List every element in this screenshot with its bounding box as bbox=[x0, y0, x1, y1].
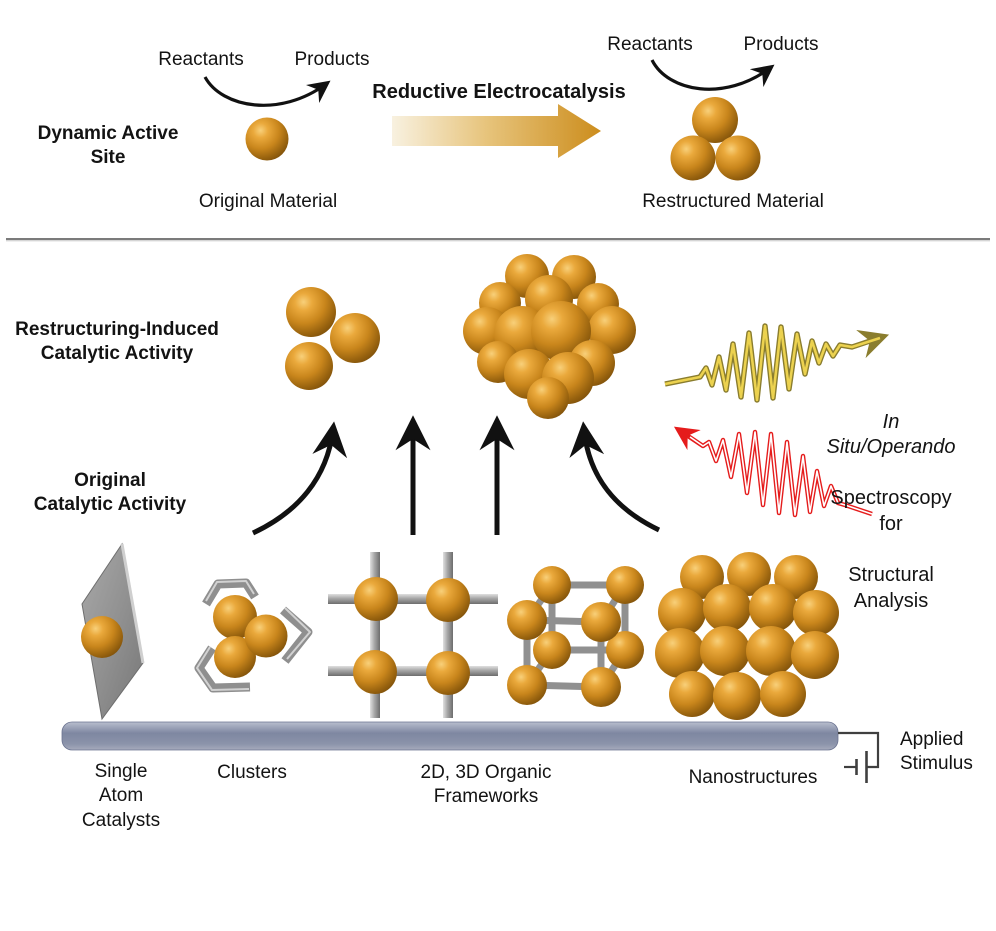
clusters-label: Clusters bbox=[217, 762, 287, 783]
organic-framework-grid-graphic bbox=[328, 552, 498, 718]
restructured-material-label: Restructured Material bbox=[642, 191, 824, 212]
electrode-bar bbox=[61, 721, 839, 751]
applied-stimulus-label: Applied Stimulus bbox=[900, 729, 973, 775]
organic-framework-cube-graphic bbox=[507, 566, 644, 707]
curved-up-arrow-right bbox=[569, 421, 661, 533]
yellow-spectroscopy-wave-arrow bbox=[664, 323, 890, 403]
cluster-chevron-bottom bbox=[194, 645, 251, 693]
nanostructures-label: Nanostructures bbox=[688, 767, 818, 788]
reductive-electrocatalysis-label: Reductive Electrocatalysis bbox=[372, 81, 626, 103]
restructured-trio-cluster bbox=[285, 287, 380, 390]
products-right-label: Products bbox=[743, 34, 819, 55]
restructured-material-cluster bbox=[670, 97, 761, 181]
red-spectroscopy-wave-arrow bbox=[673, 426, 873, 518]
restructured-nanocluster bbox=[463, 254, 636, 419]
battery-circuit-icon bbox=[838, 731, 880, 783]
clusters-graphic bbox=[194, 578, 313, 693]
restructuring-arrows bbox=[251, 415, 661, 536]
reaction-arc-right-arrow bbox=[650, 59, 775, 91]
reaction-arc-left-arrow bbox=[203, 76, 331, 107]
restructuring-induced-label: Restructuring-Induced Catalytic Activity bbox=[15, 319, 219, 365]
single-atom-catalysts-label: Single Atom Catalysts bbox=[81, 761, 161, 831]
original-material-sphere bbox=[245, 117, 289, 161]
products-left-label: Products bbox=[294, 49, 370, 70]
spectroscopy-line3: Structural Analysis bbox=[848, 564, 934, 612]
reactants-right-label: Reactants bbox=[607, 34, 693, 55]
frameworks-label: 2D, 3D Organic Frameworks bbox=[420, 762, 552, 808]
reactants-left-label: Reactants bbox=[158, 49, 244, 70]
original-material-label: Original Material bbox=[198, 191, 338, 212]
dynamic-active-site-label: Dynamic Active Site bbox=[37, 123, 179, 169]
single-atom-catalyst-graphic bbox=[81, 542, 145, 721]
spectroscopy-line1: In Situ/Operando bbox=[826, 410, 956, 459]
nanostructure-graphic bbox=[655, 552, 839, 720]
curved-up-arrow-left bbox=[251, 421, 348, 536]
reductive-electrocatalysis-arrow bbox=[392, 104, 601, 158]
original-catalytic-label: Original Catalytic Activity bbox=[33, 470, 187, 516]
spectroscopy-label: In Situ/Operando Spectroscopy for Struct… bbox=[827, 384, 956, 640]
section-divider bbox=[6, 238, 990, 242]
spectroscopy-line2: Spectroscopy for bbox=[830, 487, 952, 535]
